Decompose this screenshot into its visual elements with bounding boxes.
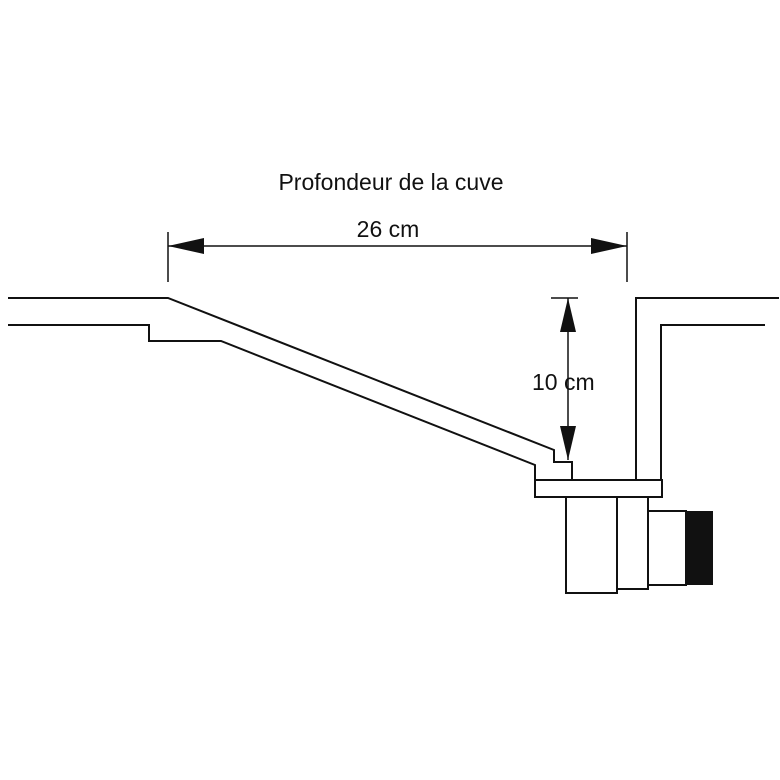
right-wall-outer-edge bbox=[635, 297, 779, 480]
diagram-title: Profondeur de la cuve bbox=[278, 169, 503, 195]
width-arrow-right bbox=[591, 238, 627, 254]
height-arrow-bottom bbox=[560, 426, 576, 460]
drain-collar bbox=[616, 496, 649, 590]
drain-outlet bbox=[647, 510, 687, 586]
width-dimension: 26 cm bbox=[167, 216, 628, 282]
height-arrow-top bbox=[560, 298, 576, 332]
drain-body bbox=[565, 496, 618, 594]
drain-assembly bbox=[534, 479, 713, 594]
drain-flange bbox=[534, 479, 663, 498]
basin-upper-edge bbox=[8, 297, 573, 480]
basin-right-wall bbox=[635, 297, 779, 480]
height-dimension-label: 10 cm bbox=[532, 369, 595, 395]
drain-outlet-cap bbox=[686, 511, 713, 585]
height-dimension: 10 cm bbox=[532, 297, 595, 460]
basin-lower-edge bbox=[8, 324, 536, 480]
width-dimension-label: 26 cm bbox=[357, 216, 420, 242]
basin-left-wall bbox=[8, 297, 573, 480]
width-arrow-left bbox=[168, 238, 204, 254]
right-wall-inner-edge bbox=[660, 324, 765, 480]
